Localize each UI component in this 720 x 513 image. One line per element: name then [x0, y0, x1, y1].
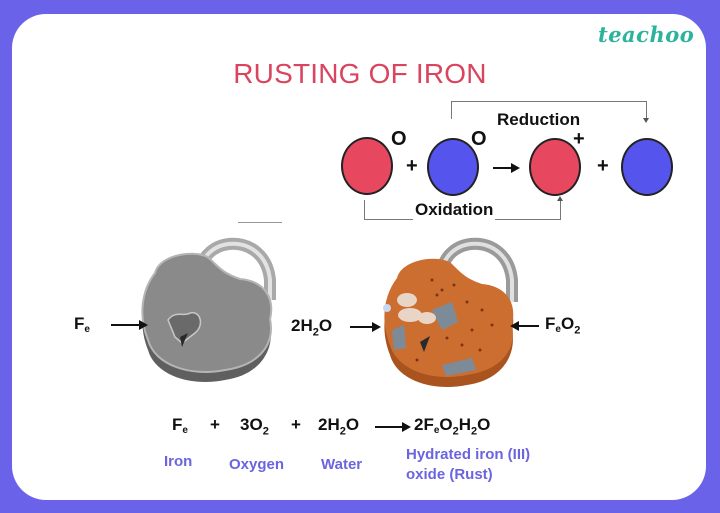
atom-blue-product: [621, 138, 673, 196]
arrow-head-icon: [402, 422, 411, 432]
reduction-label: Reduction: [497, 110, 581, 129]
plus-sign: +: [291, 415, 301, 434]
term-iron: Fe: [172, 415, 188, 436]
name-iron: Iron: [164, 453, 193, 470]
brand-logo: teachoo: [598, 22, 695, 47]
atom-red-product: [529, 138, 581, 196]
formula-part: O: [318, 316, 333, 335]
arrow-head-icon: [510, 321, 519, 331]
symbol-sub: e: [555, 324, 561, 335]
reduction-bracket: [451, 101, 647, 119]
pointer-arrow: [111, 324, 141, 326]
reaction-arrow: [375, 426, 405, 428]
reduction-arrow-tip: [643, 118, 649, 123]
pointer-arrow: [350, 326, 374, 328]
rust-formula-label: FeO2: [545, 314, 580, 336]
formula-sub: 2: [312, 326, 319, 339]
atom-blue-reactant: [427, 138, 479, 196]
symbol-base: F: [74, 314, 85, 333]
iron-padlock-icon: [141, 237, 276, 382]
reaction-arrow: [493, 167, 513, 169]
symbol-sub: e: [84, 324, 90, 335]
symbol-base: F: [545, 314, 556, 333]
arrow-head-icon: [372, 322, 381, 332]
plus-sign: +: [210, 415, 220, 434]
oxidation-label: Oxidation: [413, 200, 496, 220]
term-water: 2H2O: [318, 415, 360, 438]
symbol-base: O: [560, 314, 575, 333]
arrow-head-icon: [511, 163, 520, 173]
water-label: 2H2O: [291, 316, 332, 338]
pointer-arrow: [517, 325, 539, 327]
arrow-head-icon: [139, 320, 148, 330]
term-rust: 2FeO2H2O: [414, 415, 491, 438]
page-title: RUSTING OF IRON: [233, 58, 487, 89]
plus-sign: +: [406, 155, 418, 177]
rusted-padlock-icon: [383, 237, 518, 387]
charge-label: O: [391, 128, 407, 150]
term-oxygen: 3O2: [240, 415, 269, 438]
charge-label: +: [573, 128, 585, 150]
name-oxygen: Oxygen: [229, 456, 285, 473]
name-rust-line2: oxide (Rust): [406, 466, 493, 483]
charge-label: O: [471, 128, 487, 150]
formula-sub: 2: [574, 324, 581, 337]
divider-line: [238, 222, 282, 223]
formula-part: 2H: [291, 316, 313, 335]
iron-symbol-label: Fe: [74, 314, 90, 335]
oxidation-arrow-tip: [557, 196, 563, 201]
plus-sign: +: [597, 155, 609, 177]
name-water: Water: [321, 456, 363, 473]
name-rust: Hydrated iron (III) oxide (Rust): [406, 445, 530, 485]
slide-card: [12, 14, 706, 500]
name-rust-line1: Hydrated iron (III): [406, 446, 531, 463]
atom-red-reactant: [341, 137, 393, 195]
